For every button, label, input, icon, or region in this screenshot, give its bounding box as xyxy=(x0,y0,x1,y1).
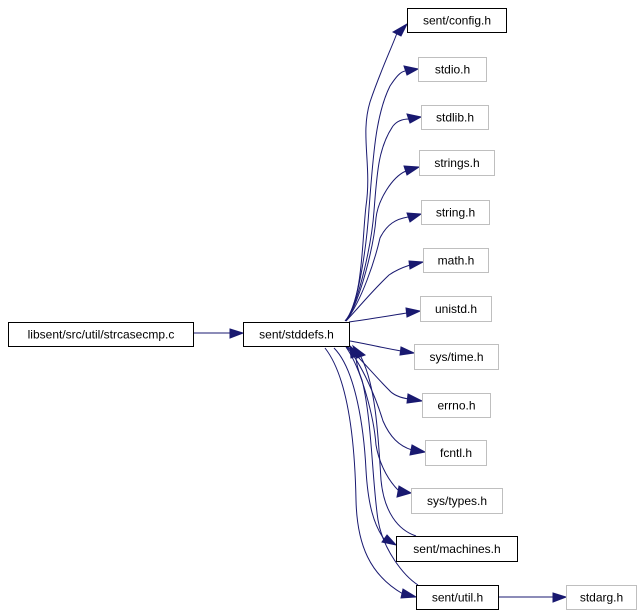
node-unistd[interactable]: unistd.h xyxy=(420,296,492,322)
node-box xyxy=(419,150,495,176)
node-label: strings.h xyxy=(434,156,479,170)
edge-line xyxy=(345,216,409,322)
node-box xyxy=(414,344,499,370)
edge-line xyxy=(345,170,407,322)
edge-line xyxy=(349,340,402,352)
node-label: stdlib.h xyxy=(436,111,474,125)
edge-machines-to-stddefs xyxy=(352,344,417,537)
node-stdlib[interactable]: stdlib.h xyxy=(421,105,489,130)
node-box xyxy=(421,105,489,130)
edge-layer xyxy=(193,22,568,603)
node-label: sys/time.h xyxy=(429,350,483,364)
node-systypes[interactable]: sys/types.h xyxy=(411,488,503,514)
edge-stddefs-to-unistd xyxy=(348,307,422,323)
node-box xyxy=(422,393,491,418)
edge-line xyxy=(345,70,406,322)
arrowhead-icon xyxy=(406,113,423,124)
edge-line xyxy=(360,356,417,537)
arrowhead-icon xyxy=(349,344,361,359)
edge-line xyxy=(345,346,399,491)
edge-root-to-stddefs xyxy=(193,328,245,339)
node-label: string.h xyxy=(436,206,475,220)
node-layer: libsent/src/util/strcasecmp.c sent/stddef… xyxy=(8,8,637,610)
edge-line xyxy=(345,345,413,451)
edge-util-to-stddefs xyxy=(349,344,419,586)
node-math[interactable]: math.h xyxy=(423,248,489,273)
node-string[interactable]: string.h xyxy=(421,200,490,225)
node-label: math.h xyxy=(438,254,475,268)
node-box xyxy=(423,248,489,273)
edge-stddefs-to-util xyxy=(324,347,418,599)
node-label: errno.h xyxy=(437,399,475,413)
edge-line xyxy=(324,347,404,595)
arrowhead-icon xyxy=(381,534,398,546)
node-util[interactable]: sent/util.h xyxy=(416,585,499,610)
node-stdarg[interactable]: stdarg.h xyxy=(566,585,637,610)
node-root: libsent/src/util/strcasecmp.c xyxy=(8,322,194,347)
edge-stddefs-to-string xyxy=(345,212,423,322)
node-box xyxy=(243,322,350,347)
node-label: sent/util.h xyxy=(432,591,483,605)
node-label: unistd.h xyxy=(435,302,477,316)
edge-line xyxy=(355,355,419,586)
node-errno[interactable]: errno.h xyxy=(422,393,491,418)
node-box xyxy=(418,57,487,82)
node-label: stdio.h xyxy=(435,63,470,77)
node-box xyxy=(421,200,490,225)
edge-stddefs-to-math xyxy=(345,260,425,322)
node-label: sent/machines.h xyxy=(413,542,500,556)
node-box xyxy=(396,536,518,562)
arrowhead-icon xyxy=(399,346,416,356)
edge-line xyxy=(344,32,398,322)
arrowhead-icon xyxy=(406,393,424,404)
node-stddefs[interactable]: sent/stddefs.h xyxy=(243,322,350,347)
edge-stddefs-to-systypes xyxy=(345,346,413,498)
node-label: sent/config.h xyxy=(423,14,491,28)
edge-stddefs-to-fcntl xyxy=(345,345,427,456)
node-box xyxy=(411,488,503,514)
edge-line xyxy=(348,312,408,323)
edge-line xyxy=(333,347,385,540)
node-label: sys/types.h xyxy=(427,494,487,508)
node-label: stdarg.h xyxy=(580,591,623,605)
node-label: sent/stddefs.h xyxy=(259,328,334,342)
arrowhead-icon xyxy=(400,588,418,599)
arrowhead-icon xyxy=(408,260,425,270)
arrowhead-icon xyxy=(396,485,413,498)
edge-stddefs-to-strings xyxy=(345,165,421,322)
node-systime[interactable]: sys/time.h xyxy=(414,344,499,370)
node-box xyxy=(420,296,492,322)
arrowhead-icon xyxy=(403,165,421,176)
node-label: libsent/src/util/strcasecmp.c xyxy=(28,328,175,342)
arrowhead-icon xyxy=(229,328,245,339)
node-strings[interactable]: strings.h xyxy=(419,150,495,176)
arrowhead-icon xyxy=(409,444,427,456)
arrowhead-icon xyxy=(403,65,420,76)
edge-line xyxy=(346,345,410,400)
edge-util-to-stdarg xyxy=(498,592,568,603)
node-box xyxy=(566,585,637,610)
node-box xyxy=(8,322,194,347)
node-machines[interactable]: sent/machines.h xyxy=(396,536,518,562)
edge-line xyxy=(345,118,410,322)
arrowhead-icon xyxy=(391,22,409,37)
arrowhead-icon xyxy=(405,307,422,318)
edge-line xyxy=(345,264,411,322)
edge-stddefs-to-stdlib xyxy=(345,113,423,322)
node-label: fcntl.h xyxy=(440,446,472,460)
arrowhead-icon xyxy=(406,212,423,223)
edge-stddefs-to-machines xyxy=(333,347,398,546)
node-box xyxy=(416,585,499,610)
node-stdio[interactable]: stdio.h xyxy=(418,57,487,82)
edge-stddefs-to-errno xyxy=(346,345,424,404)
arrowhead-icon xyxy=(552,592,568,603)
node-config[interactable]: sent/config.h xyxy=(407,8,507,33)
node-box xyxy=(425,440,487,466)
edge-stddefs-to-systime xyxy=(349,340,416,356)
edge-stddefs-to-config xyxy=(344,22,409,322)
node-box xyxy=(407,8,507,33)
edge-stddefs-to-stdio xyxy=(345,65,420,322)
node-fcntl[interactable]: fcntl.h xyxy=(425,440,487,466)
